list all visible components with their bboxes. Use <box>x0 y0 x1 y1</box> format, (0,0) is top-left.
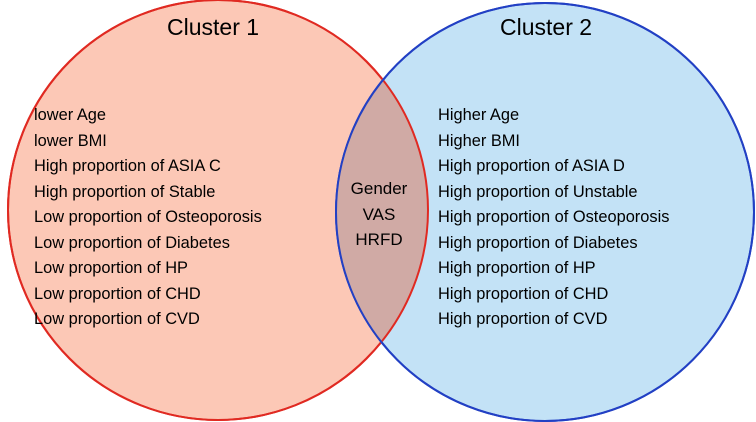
cluster1-attribute: High proportion of ASIA C <box>34 157 221 175</box>
cluster1-attribute: lower BMI <box>34 131 107 150</box>
cluster1-attribute: Low proportion of CVD <box>34 310 200 328</box>
shared-attribute: VAS <box>362 204 396 224</box>
cluster1-attribute: High proportion of Stable <box>34 182 216 201</box>
cluster2-attribute: High proportion of ASIA D <box>438 157 625 175</box>
cluster2-attribute: Higher Age <box>438 106 520 124</box>
cluster1-attribute-list: lower Age lower BMI High proportion of A… <box>34 103 262 333</box>
cluster1-attribute: lower Age <box>34 106 106 124</box>
cluster2-outline <box>335 2 755 422</box>
cluster1-outline <box>7 0 429 421</box>
cluster2-attribute: High proportion of Unstable <box>438 182 638 201</box>
cluster2-title: Cluster 2 <box>500 14 593 40</box>
shared-attribute-list: Gender VAS HRFD <box>336 176 422 253</box>
shared-attribute: Gender <box>350 179 408 198</box>
cluster2-attribute: High proportion of Diabetes <box>438 233 638 252</box>
shared-attribute: HRFD <box>355 230 403 249</box>
cluster2-attribute: High proportion of Osteoporosis <box>438 208 670 226</box>
cluster1-attribute: Low proportion of HP <box>34 259 188 277</box>
cluster1-attribute: Low proportion of Osteoporosis <box>34 208 262 226</box>
cluster1-attribute: Low proportion of CHD <box>34 284 201 303</box>
cluster2-attribute: Higher BMI <box>438 131 520 150</box>
cluster1-attribute: Low proportion of Diabetes <box>34 233 230 252</box>
cluster2-attribute: High proportion of CVD <box>438 310 608 328</box>
cluster2-attribute-list: Higher Age Higher BMI High proportion of… <box>438 103 669 333</box>
cluster2-attribute: High proportion of CHD <box>438 284 609 303</box>
cluster1-title: Cluster 1 <box>167 14 260 40</box>
cluster2-attribute: High proportion of HP <box>438 259 596 277</box>
